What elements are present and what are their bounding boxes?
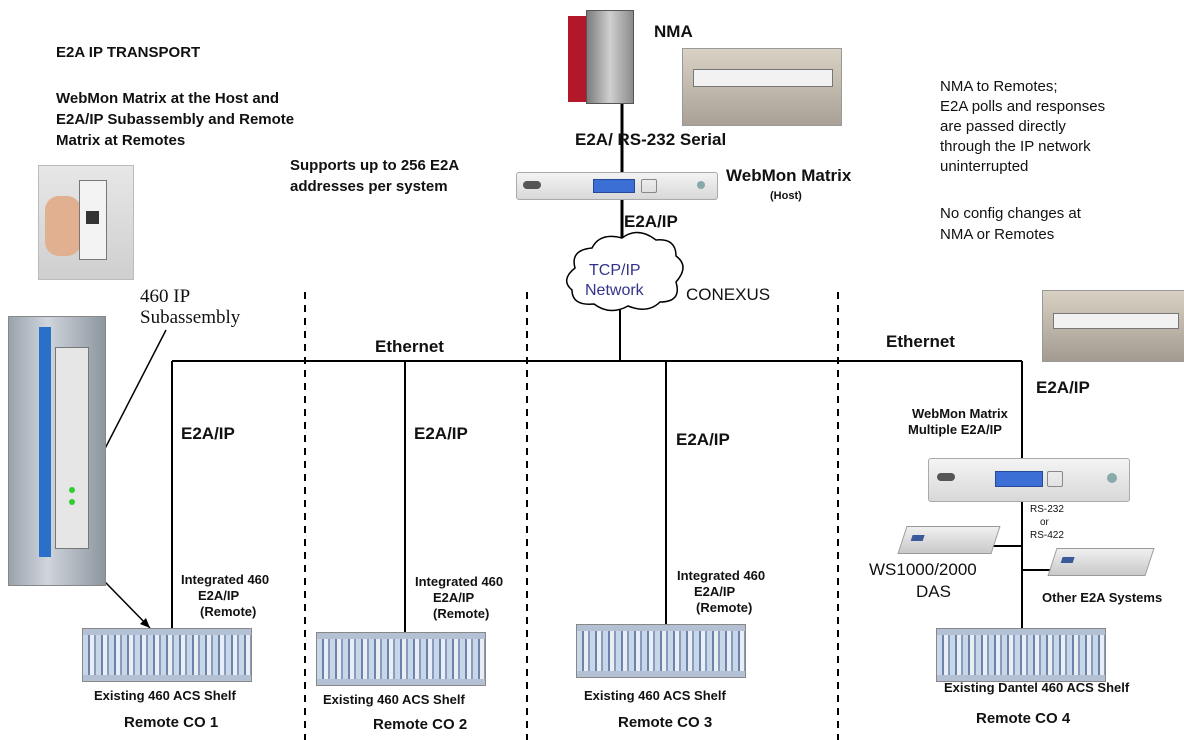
- note-line-1: NMA to Remotes;: [940, 78, 1058, 95]
- subassembly-label-line-2: Subassembly: [140, 307, 241, 328]
- co4-matrix-line-1: WebMon Matrix: [912, 406, 1008, 421]
- note-line-4: through the IP network: [940, 138, 1091, 155]
- ethernet-label-right: Ethernet: [886, 332, 955, 351]
- subassembly-card: [55, 347, 89, 549]
- co4-webmon-matrix-unit: [928, 458, 1130, 502]
- note-line-3: are passed directly: [940, 118, 1066, 135]
- host-lcd-display: [593, 179, 635, 193]
- rack-closeup-photo: [8, 316, 106, 586]
- hand-shape: [45, 196, 81, 256]
- pointer-line-top: [95, 329, 167, 467]
- power-indicator-icon: [697, 181, 705, 189]
- host-matrix-sublabel: (Host): [770, 190, 802, 202]
- blue-rail: [39, 327, 51, 557]
- logo-badge: [937, 473, 955, 481]
- co3-link-label: E2A/IP: [676, 430, 730, 449]
- other-e2a-unit-icon: [1047, 548, 1155, 576]
- co4-link-label: E2A/IP: [1036, 378, 1090, 397]
- subassembly-label-line-1: 460 IP: [140, 286, 191, 307]
- supports-line-2: addresses per system: [290, 178, 448, 195]
- installed-unit: [693, 69, 833, 87]
- co3-integrated-line-3: (Remote): [696, 600, 753, 615]
- co4-name-label: Remote CO 4: [976, 710, 1071, 727]
- page-title: E2A IP TRANSPORT: [56, 44, 201, 61]
- co1-integrated-line-2: E2A/IP: [198, 588, 240, 603]
- das-label-line-1: WS1000/2000: [869, 560, 977, 579]
- co3-acs-shelf: [576, 624, 746, 678]
- co3-name-label: Remote CO 3: [618, 714, 713, 731]
- co4-shelf-label: Existing Dantel 460 ACS Shelf: [944, 680, 1130, 695]
- logo-badge: [523, 181, 541, 189]
- note-line-6: No config changes at: [940, 205, 1081, 222]
- nma-server-icon: [568, 10, 634, 104]
- cloud-label-line-1: TCP/IP: [589, 262, 641, 279]
- remote-install-photo: [1042, 290, 1184, 362]
- note-line-5: uninterrupted: [940, 158, 1029, 175]
- co1-name-label: Remote CO 1: [124, 714, 219, 731]
- tcpip-cloud-shape: [566, 231, 684, 312]
- host-downlink-label: E2A/IP: [624, 212, 678, 231]
- co2-shelf-label: Existing 460 ACS Shelf: [323, 692, 465, 707]
- status-led-icon: [69, 499, 75, 505]
- serial-link-label: E2A/ RS-232 Serial: [575, 130, 727, 149]
- power-indicator-icon: [1107, 473, 1117, 483]
- ethernet-label-left: Ethernet: [375, 337, 444, 356]
- co2-integrated-line-2: E2A/IP: [433, 590, 475, 605]
- co4-serial-line-3: RS-422: [1030, 530, 1064, 541]
- rj45-port-icon: [86, 211, 99, 224]
- nma-label: NMA: [654, 22, 693, 41]
- keypad-icon: [641, 179, 657, 193]
- module-card: [79, 180, 107, 260]
- host-install-photo: [682, 48, 842, 126]
- co1-acs-shelf: [82, 628, 252, 682]
- nma-red-panel: [568, 16, 588, 102]
- co1-integrated-line-1: Integrated 460: [181, 572, 270, 587]
- co4-serial-line-1: RS-232: [1030, 504, 1064, 515]
- das-panel-led: [910, 535, 925, 541]
- other-e2a-label: Other E2A Systems: [1042, 590, 1163, 605]
- co2-name-label: Remote CO 2: [373, 716, 468, 733]
- co2-integrated-line-3: (Remote): [433, 606, 490, 621]
- host-matrix-label: WebMon Matrix: [726, 166, 852, 185]
- co1-shelf-label: Existing 460 ACS Shelf: [94, 688, 236, 703]
- cloud-label-line-2: Network: [585, 282, 644, 299]
- co1-link-label: E2A/IP: [181, 424, 235, 443]
- note-line-2: E2A polls and responses: [940, 98, 1106, 115]
- co4-serial-line-2: or: [1040, 517, 1049, 528]
- supports-line-1: Supports up to 256 E2A: [290, 157, 460, 174]
- status-led-icon: [69, 487, 75, 493]
- co3-integrated-line-2: E2A/IP: [694, 584, 736, 599]
- co1-integrated-line-3: (Remote): [200, 604, 257, 619]
- das-label-line-2: DAS: [916, 582, 951, 601]
- cloud-name-label: CONEXUS: [686, 285, 771, 304]
- co3-shelf-label: Existing 460 ACS Shelf: [584, 688, 726, 703]
- host-webmon-matrix-unit: [516, 172, 718, 200]
- co4-lcd-display: [995, 471, 1043, 487]
- co2-link-label: E2A/IP: [414, 424, 468, 443]
- left-desc-line-1: WebMon Matrix at the Host and: [56, 90, 280, 107]
- co3-integrated-line-1: Integrated 460: [677, 568, 766, 583]
- left-desc-line-2: E2A/IP Subassembly and Remote: [56, 111, 295, 128]
- other-panel-led: [1060, 557, 1075, 563]
- keypad-icon: [1047, 471, 1063, 487]
- co4-matrix-line-2: Multiple E2A/IP: [908, 422, 1002, 437]
- pointer-arrowhead: [140, 618, 150, 628]
- co2-acs-shelf: [316, 632, 486, 686]
- note-line-7: NMA or Remotes: [940, 226, 1055, 243]
- subassembly-module-photo: [38, 165, 134, 280]
- installed-unit: [1053, 313, 1179, 329]
- das-unit-icon: [897, 526, 1001, 554]
- co2-integrated-line-1: Integrated 460: [415, 574, 504, 589]
- nma-cabinet: [586, 10, 634, 104]
- left-desc-line-3: Matrix at Remotes: [56, 132, 186, 149]
- co4-acs-shelf: [936, 628, 1106, 682]
